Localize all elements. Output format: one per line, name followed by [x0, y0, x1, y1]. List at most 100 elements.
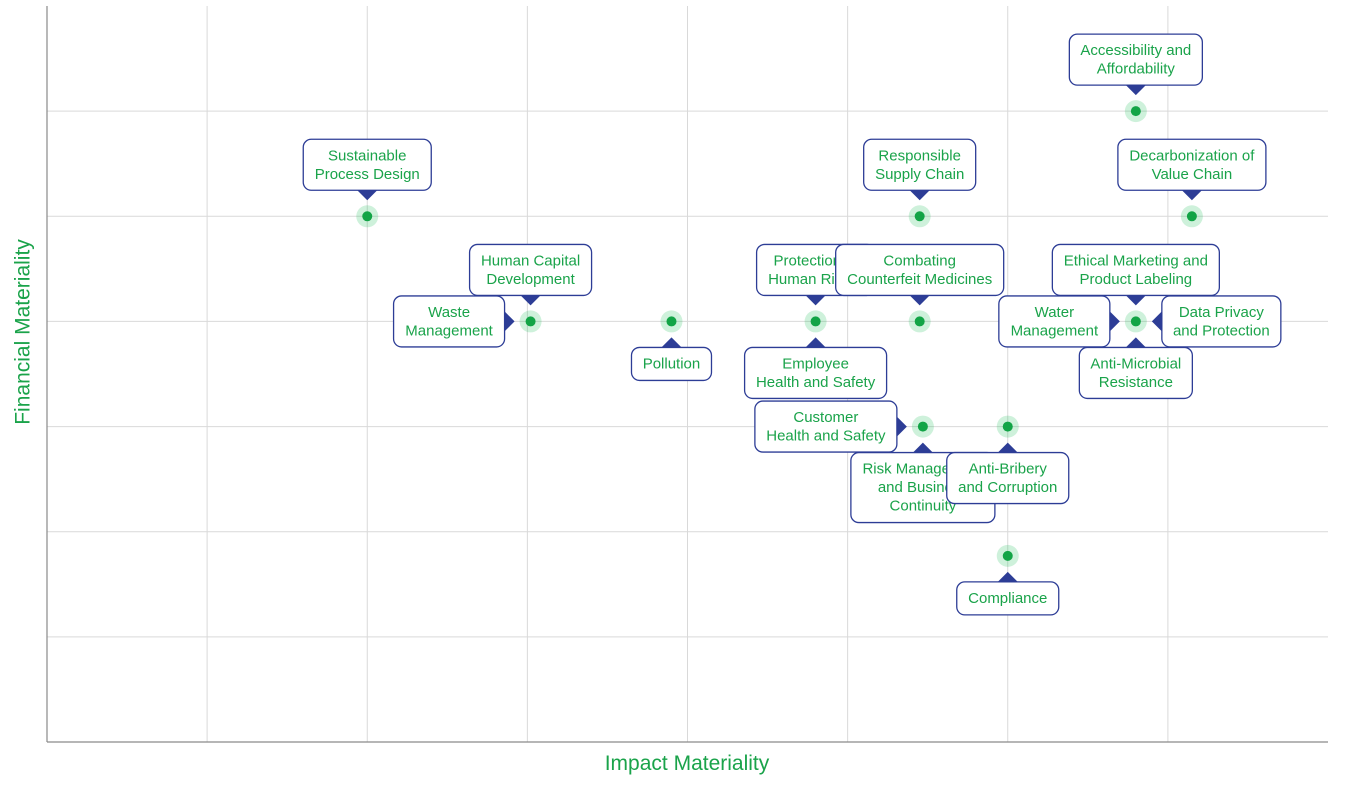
data-point — [362, 211, 373, 222]
label-pointer — [1109, 311, 1120, 332]
data-point — [1186, 211, 1197, 222]
label-box — [630, 346, 713, 382]
data-point — [525, 316, 536, 327]
label-box — [392, 295, 506, 348]
point-label-text: Water — [1035, 304, 1074, 321]
point-label-text: Accessibility and — [1080, 42, 1191, 59]
label-box — [1161, 295, 1282, 348]
data-point — [666, 316, 677, 327]
label-pointer — [520, 295, 541, 306]
point-label-text: Ethical Marketing and — [1064, 252, 1208, 269]
label-pointer — [1125, 337, 1146, 348]
label-pointer — [909, 295, 930, 306]
point-label-text: Anti-Bribery — [969, 461, 1048, 478]
label-box — [302, 138, 432, 191]
data-point — [1130, 106, 1141, 117]
point-label-text: Compliance — [968, 590, 1047, 607]
point-label-text: Anti-Microbial — [1090, 355, 1181, 372]
grid — [46, 6, 1328, 743]
point-label-text: Management — [1011, 322, 1099, 339]
data-point — [1002, 421, 1013, 432]
point-label-text: and Protection — [1173, 322, 1270, 339]
label-pointer — [805, 337, 826, 348]
label-box — [863, 138, 977, 191]
label-pointer — [1125, 295, 1146, 306]
point-labels: Accessibility andAffordabilitySustainabl… — [302, 33, 1282, 616]
label-pointer — [1151, 311, 1162, 332]
axes: Impact Materiality Financial Materiality — [12, 239, 770, 775]
point-label-text: Affordability — [1097, 61, 1176, 78]
point-label-text: Health and Safety — [756, 374, 876, 391]
point-label-text: Responsible — [878, 147, 961, 164]
point-label: Pollution — [630, 337, 713, 382]
data-point — [914, 316, 925, 327]
data-point — [810, 316, 821, 327]
label-pointer — [1125, 85, 1146, 96]
label-pointer — [896, 416, 907, 437]
point-label-text: Combating — [883, 252, 956, 269]
label-pointer — [357, 190, 378, 201]
point-label-text: Human Capital — [481, 252, 580, 269]
point-label-text: Development — [486, 271, 575, 288]
point-label-text: and Business — [878, 479, 968, 496]
label-pointer — [504, 311, 515, 332]
label-box — [946, 451, 1070, 505]
point-label-text: and Corruption — [958, 479, 1057, 496]
point-label-text: Resistance — [1099, 374, 1173, 391]
label-pointer — [997, 442, 1018, 453]
label-box — [835, 243, 1005, 297]
point-label-text: Employee — [782, 355, 849, 372]
point-label-text: Counterfeit Medicines — [847, 271, 992, 288]
label-box — [1068, 33, 1203, 86]
label-box — [1078, 346, 1193, 400]
label-pointer — [1181, 190, 1202, 201]
label-pointer — [909, 190, 930, 201]
label-box — [468, 243, 593, 297]
point-label-text: Value Chain — [1152, 166, 1233, 183]
label-pointer — [805, 295, 826, 306]
label-box — [1051, 243, 1220, 297]
label-box — [743, 346, 888, 400]
label-box — [956, 581, 1060, 616]
label-box — [998, 295, 1111, 348]
point-label-text: Pollution — [643, 355, 701, 372]
point-label-text: Data Privacy — [1179, 304, 1265, 321]
data-points — [356, 100, 1203, 567]
point-label-text: Product Labeling — [1080, 271, 1193, 288]
data-point — [917, 421, 928, 432]
label-pointer — [912, 442, 933, 453]
point-label: Decarbonization of Value Chain — [1117, 138, 1267, 201]
data-point — [1002, 550, 1013, 561]
data-point — [1130, 316, 1141, 327]
label-pointer — [997, 571, 1018, 582]
label-box — [754, 400, 898, 453]
point-label-text: Sustainable — [328, 147, 406, 164]
point-label-text: Supply Chain — [875, 166, 964, 183]
data-point — [914, 211, 925, 222]
point-label: Compliance — [956, 571, 1060, 616]
label-pointer — [661, 337, 682, 348]
point-label-text: Waste — [428, 304, 470, 321]
x-axis-title: Impact Materiality — [605, 752, 770, 775]
label-box — [1117, 138, 1267, 191]
point-label-text: Decarbonization of — [1129, 147, 1255, 164]
point-label-text: Customer — [793, 409, 858, 426]
y-axis-title: Financial Materiality — [12, 239, 35, 425]
point-label-text: Health and Safety — [766, 428, 886, 445]
point-label-text: Continuity — [890, 498, 957, 515]
point-label-text: Management — [405, 322, 493, 339]
